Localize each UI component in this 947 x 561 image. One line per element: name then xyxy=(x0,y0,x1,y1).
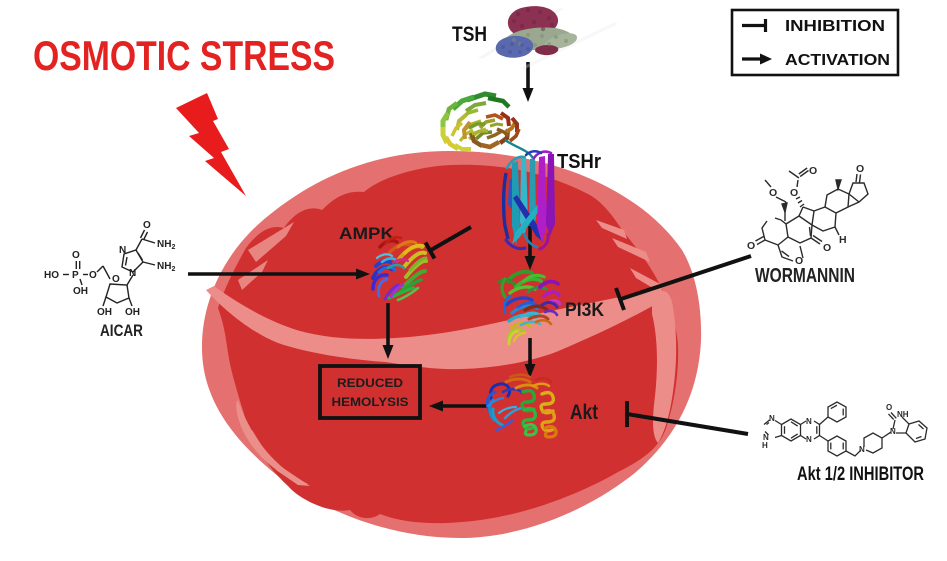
svg-text:O: O xyxy=(747,240,755,252)
svg-text:TSH: TSH xyxy=(452,23,487,46)
svg-text:OH: OH xyxy=(73,286,88,297)
svg-text:WORMANNIN: WORMANNIN xyxy=(755,265,855,287)
svg-text:N: N xyxy=(119,245,126,256)
svg-text:O: O xyxy=(89,270,97,281)
svg-text:O: O xyxy=(143,220,151,231)
svg-text:PI3K: PI3K xyxy=(565,300,604,321)
svg-text:H: H xyxy=(839,234,847,246)
svg-text:TSHr: TSHr xyxy=(557,151,601,173)
svg-text:N: N xyxy=(806,435,812,444)
svg-text:HO: HO xyxy=(44,270,59,281)
svg-text:HEMOLYSIS: HEMOLYSIS xyxy=(332,395,409,409)
svg-text:O: O xyxy=(72,250,80,261)
svg-text:NH2: NH2 xyxy=(157,261,175,273)
svg-text:N: N xyxy=(763,433,769,442)
svg-text:AMPK: AMPK xyxy=(339,224,395,243)
svg-text:OSMOTIC STRESS: OSMOTIC STRESS xyxy=(33,32,335,79)
svg-text:Akt: Akt xyxy=(570,401,598,424)
svg-text:AICAR: AICAR xyxy=(100,321,143,340)
svg-text:INHIBITION: INHIBITION xyxy=(785,18,885,35)
svg-text:N: N xyxy=(806,417,812,426)
svg-text:N: N xyxy=(129,268,136,279)
svg-text:O: O xyxy=(795,255,803,267)
svg-text:Akt 1/2 INHIBITOR: Akt 1/2 INHIBITOR xyxy=(797,464,924,485)
svg-text:O: O xyxy=(856,163,864,175)
svg-text:NH: NH xyxy=(897,410,909,419)
svg-text:O: O xyxy=(769,187,777,199)
svg-text:P: P xyxy=(72,270,79,281)
svg-text:NH2: NH2 xyxy=(157,239,175,251)
svg-text:O: O xyxy=(790,187,798,199)
svg-text:O: O xyxy=(823,242,831,254)
svg-text:O: O xyxy=(886,403,892,412)
svg-text:ACTIVATION: ACTIVATION xyxy=(785,52,890,69)
svg-text:O: O xyxy=(809,165,817,177)
svg-text:N: N xyxy=(859,445,865,454)
svg-text:N: N xyxy=(769,414,775,423)
svg-text:H: H xyxy=(762,441,768,450)
svg-text:O: O xyxy=(112,274,120,285)
svg-text:N: N xyxy=(890,427,896,436)
svg-text:OH: OH xyxy=(97,307,112,318)
svg-text:OH: OH xyxy=(125,307,140,318)
svg-text:REDUCED: REDUCED xyxy=(337,376,403,390)
